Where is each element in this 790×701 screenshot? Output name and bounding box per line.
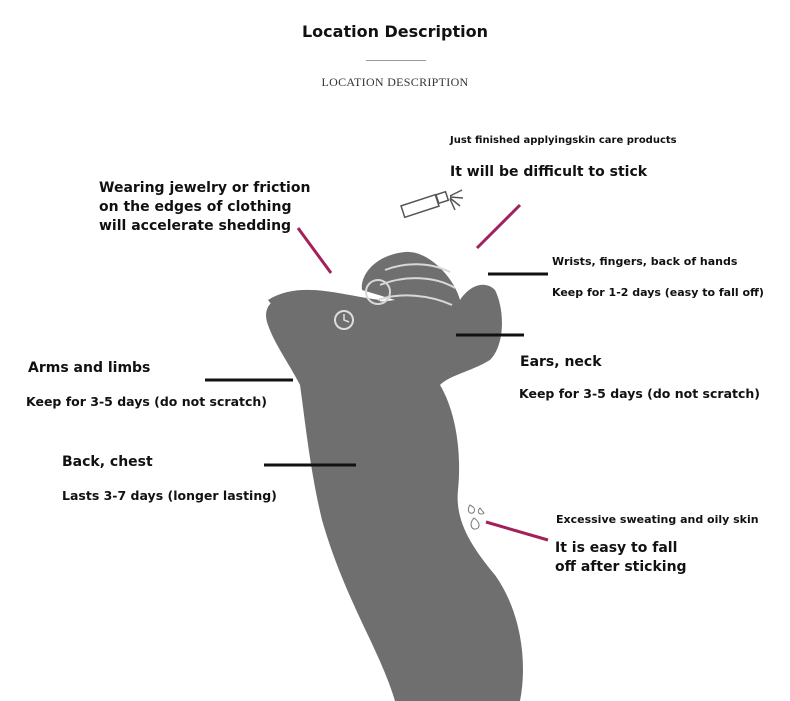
sweat-note: Excessive sweating and oily skin: [556, 513, 759, 526]
skincare-note: Just finished applyingskin care products: [450, 135, 677, 146]
sweat-drops-icon: [467, 504, 485, 530]
ears-label: Ears, neck: [520, 354, 602, 370]
spray-bottle-icon: [400, 189, 464, 219]
arms-duration: Keep for 3-5 days (do not scratch): [26, 394, 267, 409]
ears-duration: Keep for 3-5 days (do not scratch): [519, 386, 760, 401]
jewelry-note: Wearing jewelry or friction on the edges…: [99, 180, 311, 234]
skincare-effect: It will be difficult to stick: [450, 164, 648, 180]
sweat-effect: It is easy to fall off after sticking: [555, 540, 687, 575]
accent-pointer-lines: [296, 203, 549, 542]
hair-detail: [365, 263, 456, 306]
page-subtitle: LOCATION DESCRIPTION: [321, 75, 469, 89]
black-pointer-lines: [205, 272, 548, 467]
title-divider: [366, 60, 426, 61]
woman-silhouette: [266, 251, 523, 701]
wrists-label: Wrists, fingers, back of hands: [552, 255, 738, 268]
back-duration: Lasts 3-7 days (longer lasting): [62, 488, 277, 503]
wristwatch-icon: [334, 310, 354, 330]
page-title: Location Description: [301, 22, 489, 41]
left-arm: [268, 289, 380, 340]
back-label: Back, chest: [62, 454, 153, 470]
wrists-duration: Keep for 1-2 days (easy to fall off): [552, 286, 764, 299]
arms-label: Arms and limbs: [28, 360, 151, 376]
